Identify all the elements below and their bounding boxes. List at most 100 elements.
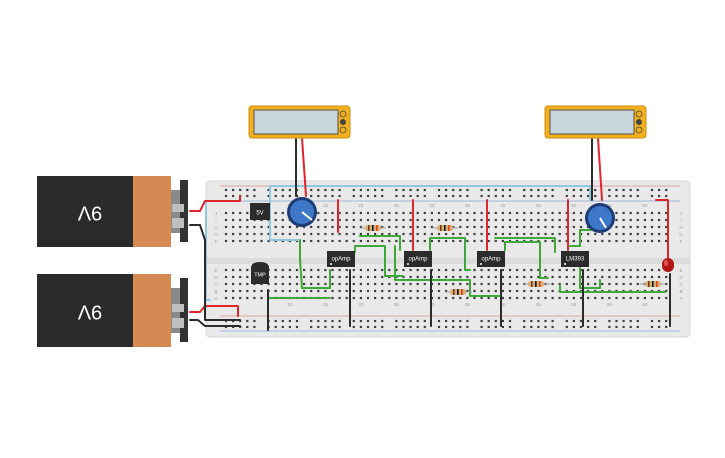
chip-opamp-3[interactable]: opAmp	[477, 251, 505, 267]
probe-lead-red	[301, 137, 307, 197]
breadboard-hole	[544, 319, 547, 323]
breadboard-hole	[466, 289, 469, 293]
breadboard-hole	[473, 296, 476, 300]
breadboard-hole	[530, 211, 533, 215]
breadboard-hole	[402, 275, 405, 279]
column-number: 30	[429, 302, 435, 307]
breadboard-hole	[310, 188, 313, 192]
breadboard-hole	[516, 289, 519, 293]
breadboard-hole	[317, 319, 320, 323]
breadboard-hole	[324, 211, 327, 215]
breadboard-hole	[480, 325, 483, 329]
battery-9v-bottom[interactable]: 9V	[37, 274, 188, 347]
breadboard-hole	[466, 232, 469, 236]
breadboard-hole	[579, 319, 583, 323]
breadboard-hole	[494, 211, 497, 215]
breadboard-hole	[409, 325, 412, 329]
temperature-sensor[interactable]: TMP	[251, 262, 269, 284]
breadboard-hole	[416, 232, 419, 236]
breadboard-hole	[303, 282, 306, 286]
breadboard-hole	[430, 218, 433, 222]
breadboard-hole	[622, 268, 625, 272]
column-number: 55	[607, 302, 613, 307]
breadboard-hole	[338, 289, 341, 293]
breadboard-hole	[487, 319, 490, 323]
multimeter-right[interactable]	[544, 105, 647, 139]
breadboard-hole	[622, 218, 625, 222]
breadboard-hole	[622, 225, 625, 229]
potentiometer-left[interactable]	[287, 197, 317, 227]
breadboard-hole	[601, 232, 604, 236]
breadboard-hole	[516, 211, 519, 215]
breadboard-hole	[516, 268, 519, 272]
column-number: 40	[500, 302, 506, 307]
breadboard-hole	[331, 275, 334, 279]
voltage-regulator[interactable]: 5V	[250, 203, 270, 220]
breadboard-hole	[246, 289, 249, 293]
breadboard-hole	[281, 232, 284, 236]
breadboard-hole	[459, 218, 462, 222]
breadboard-hole	[494, 282, 497, 286]
breadboard-hole	[622, 296, 625, 300]
breadboard-hole	[246, 211, 249, 215]
breadboard-hole	[366, 188, 370, 192]
breadboard-hole	[395, 188, 398, 192]
breadboard-hole	[338, 239, 341, 243]
breadboard-hole	[572, 275, 575, 279]
breadboard-hole	[565, 282, 568, 286]
temp-sensor-label: TMP	[254, 272, 266, 278]
breadboard-hole	[430, 211, 433, 215]
multimeter-left[interactable]	[248, 105, 351, 139]
breadboard-hole	[459, 319, 462, 323]
breadboard-hole	[381, 225, 384, 229]
breadboard-hole	[274, 325, 277, 329]
breadboard-hole	[629, 225, 632, 229]
battery-9v-top[interactable]: 9V	[37, 176, 188, 247]
chip-opamp-1[interactable]: opAmp	[327, 251, 355, 267]
column-number: 60	[642, 302, 648, 307]
breadboard-hole	[466, 319, 469, 323]
breadboard-hole	[402, 232, 405, 236]
breadboard-hole	[501, 282, 504, 286]
breadboard-hole	[402, 225, 405, 229]
breadboard-hole	[288, 319, 291, 323]
breadboard-hole	[452, 232, 455, 236]
row-letter: C	[214, 282, 218, 287]
resistors[interactable]	[360, 225, 666, 295]
breadboard-hole	[594, 275, 597, 279]
breadboard-hole	[366, 325, 370, 329]
breadboard-hole	[352, 188, 355, 192]
breadboard-hole	[267, 194, 270, 198]
breadboard-hole	[636, 275, 639, 279]
breadboard-hole	[281, 325, 284, 329]
breadboard-hole	[572, 325, 575, 329]
breadboard-hole	[224, 232, 228, 236]
led-icon[interactable]	[662, 258, 674, 272]
breadboard-hole	[558, 296, 561, 300]
breadboard-hole	[324, 289, 327, 293]
breadboard-hole	[374, 289, 377, 293]
breadboard-hole	[423, 225, 426, 229]
breadboard-hole	[608, 325, 611, 329]
breadboard-hole	[374, 275, 377, 279]
potentiometer-right[interactable]	[585, 203, 615, 233]
breadboard-hole	[601, 268, 604, 272]
breadboard-hole	[274, 194, 277, 198]
breadboard-hole	[544, 268, 547, 272]
breadboard-hole	[650, 275, 654, 279]
chip-lm393[interactable]: LM393	[561, 251, 589, 267]
breadboard-hole	[650, 296, 654, 300]
chip-opamp-2[interactable]: opAmp	[404, 251, 432, 267]
breadboard-hole	[388, 225, 391, 229]
breadboard-hole	[608, 319, 611, 323]
breadboard-hole	[494, 296, 497, 300]
resistor-icon	[640, 281, 666, 287]
breadboard-hole	[466, 282, 469, 286]
breadboard-hole	[565, 319, 568, 323]
breadboard-hole	[317, 218, 320, 222]
chip-label: opAmp	[331, 257, 351, 263]
breadboard-hole	[317, 211, 320, 215]
breadboard-hole	[466, 325, 469, 329]
breadboard-hole	[523, 319, 526, 323]
